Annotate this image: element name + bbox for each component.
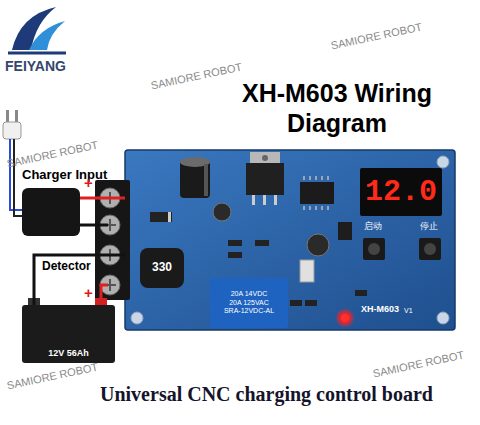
battery-positive-wire — [101, 285, 108, 300]
relay-text: 20A 125VAC — [224, 299, 274, 308]
watermark: SAMIORE ROBOT — [330, 20, 424, 52]
charger-negative-wire — [80, 224, 108, 227]
watermark: SAMIORE ROBOT — [372, 348, 466, 380]
wire — [80, 197, 125, 200]
relay-text: SRA-12VDC-AL — [224, 307, 274, 316]
led-display: 12.0 — [360, 168, 442, 216]
wire-label: Detector — [40, 259, 93, 273]
polarity-mark: + — [84, 284, 93, 302]
watermark: SAMIORE ROBOT — [150, 60, 244, 92]
logo-text: FEIYANG — [5, 58, 66, 75]
battery: 12V 56Ah — [22, 305, 115, 363]
wire — [34, 255, 125, 305]
watermark: SAMIORE ROBOT — [6, 138, 100, 170]
relay-text: 20A 14VDC — [224, 290, 274, 299]
version-mark: V1 — [404, 307, 413, 315]
diagram-title: XH-M603 Wiring Diagram — [231, 78, 443, 138]
inductor: 330 — [140, 248, 184, 288]
watermark: SAMIORE ROBOT — [6, 360, 100, 392]
polarity-mark: + — [84, 174, 93, 192]
charger-adapter: Charger Input — [22, 188, 80, 236]
charger-adapter-text: Charger Input — [22, 167, 107, 183]
button-label: 停止 — [420, 221, 438, 232]
button-label: 启动 — [364, 221, 382, 232]
relay: 20A 14VDC20A 125VACSRA-12VDC-AL — [210, 278, 288, 328]
control-board: XH-M603 12.0 330 20A 14VDC20A 125VACSRA-12V… — [125, 150, 455, 330]
caption: Universal CNC charging control board — [100, 382, 433, 406]
logo-icon — [8, 7, 66, 53]
control-board-text: XH-M603 — [361, 305, 399, 315]
battery-text: 12V 56Ah — [48, 348, 89, 359]
inductor-text: 330 — [152, 261, 172, 274]
pcb-board — [125, 150, 455, 330]
led-display-text: 12.0 — [365, 177, 437, 207]
